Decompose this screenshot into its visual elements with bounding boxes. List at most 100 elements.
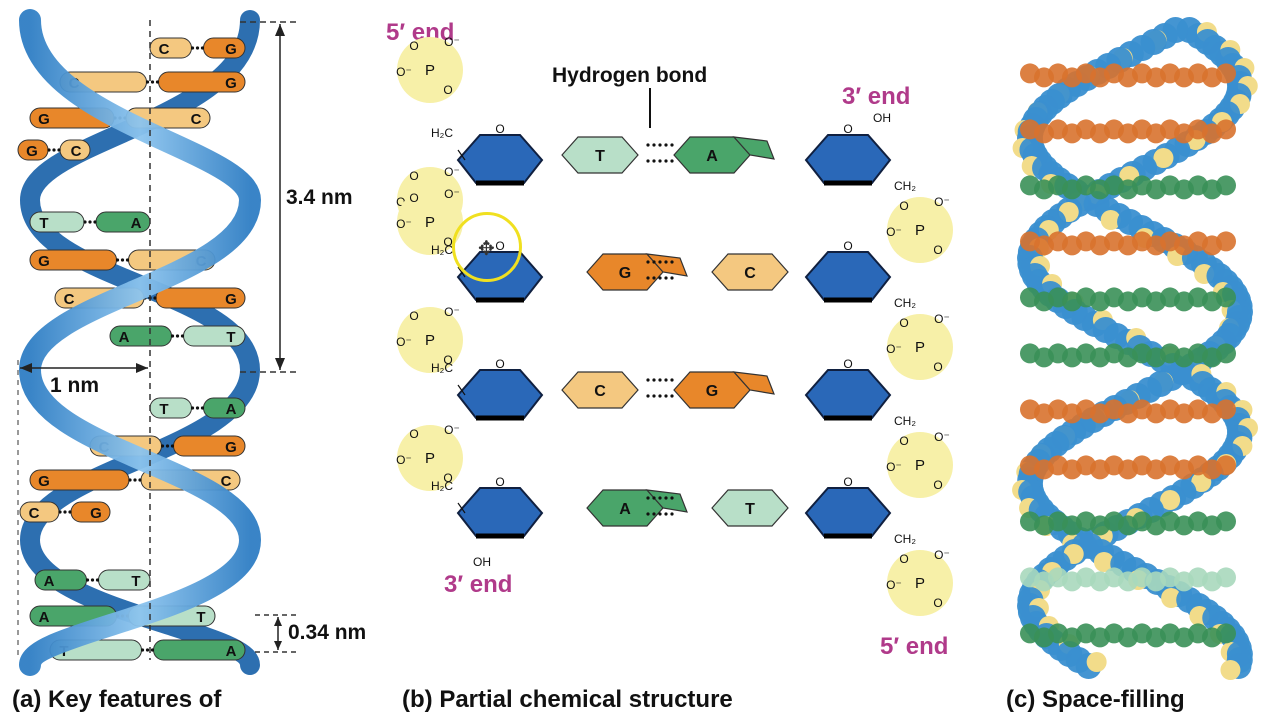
svg-text:A: A (619, 501, 631, 518)
svg-text:O: O (443, 353, 452, 367)
svg-text:O: O (495, 475, 504, 489)
svg-text:T: T (595, 148, 605, 165)
base-letter: C (191, 111, 202, 128)
svg-text:O⁻: O⁻ (444, 423, 460, 437)
svg-text:P: P (915, 575, 925, 592)
svg-text:O: O (899, 199, 908, 213)
dim-0-34-label: 0.34 nm (288, 621, 366, 644)
svg-text:O⁻: O⁻ (444, 35, 460, 49)
dim-1-label: 1 nm (50, 374, 99, 397)
svg-text:G: G (619, 265, 631, 282)
svg-text:O: O (409, 427, 418, 441)
svg-text:O: O (899, 552, 908, 566)
base-ring-purine: G (673, 371, 775, 409)
svg-text:O⁻: O⁻ (396, 453, 412, 467)
nucleotide-rows: POO⁻O⁻OPOO⁻O⁻OPOO⁻O⁻OH₂CCH₂OOTAPOO⁻O⁻OPO… (396, 35, 953, 616)
svg-text:O⁻: O⁻ (886, 342, 902, 356)
svg-text:P: P (915, 339, 925, 356)
svg-text:O⁻: O⁻ (886, 225, 902, 239)
base-letter: G (225, 41, 237, 58)
svg-text:OH: OH (473, 555, 491, 569)
deoxyribose-sugar: O (456, 357, 544, 421)
svg-text:P: P (425, 450, 435, 467)
base-letter: T (196, 609, 205, 626)
svg-text:O⁻: O⁻ (396, 217, 412, 231)
base-ring-purine: A (586, 489, 688, 527)
space-filling-model (1012, 17, 1258, 680)
svg-text:O: O (409, 39, 418, 53)
svg-text:O: O (933, 478, 942, 492)
deoxyribose-sugar: O (804, 357, 892, 421)
svg-text:P: P (915, 222, 925, 239)
base-letter: A (131, 215, 142, 232)
base-letter: A (39, 609, 50, 626)
svg-text:P: P (915, 457, 925, 474)
base-ring: C (711, 253, 789, 291)
svg-text:O: O (899, 434, 908, 448)
base-letter: T (226, 329, 235, 346)
svg-text:O: O (409, 309, 418, 323)
base-letter: A (119, 329, 130, 346)
svg-text:O: O (933, 596, 942, 610)
svg-text:O⁻: O⁻ (934, 430, 950, 444)
svg-text:O: O (933, 360, 942, 374)
svg-text:OH: OH (873, 111, 891, 125)
svg-text:CH₂: CH₂ (894, 532, 916, 546)
svg-text:O: O (843, 122, 852, 136)
base-letter: T (131, 573, 140, 590)
svg-text:A: A (706, 148, 718, 165)
base-letter: T (39, 215, 48, 232)
cursor-highlight (452, 212, 522, 282)
base-letter: C (221, 473, 232, 490)
base-letter: A (44, 573, 55, 590)
svg-text:P: P (425, 214, 435, 231)
svg-text:H₂C: H₂C (431, 243, 453, 257)
base-letter: C (29, 505, 40, 522)
svg-text:O: O (843, 357, 852, 371)
caption-b: (b) Partial chemical structure (402, 686, 733, 713)
caption-c: (c) Space-filling (1006, 686, 1185, 713)
base-letter: A (226, 643, 237, 660)
svg-text:H₂C: H₂C (431, 479, 453, 493)
svg-text:O⁻: O⁻ (934, 195, 950, 209)
dim-3-4-label: 3.4 nm (286, 186, 353, 209)
svg-text:O: O (495, 357, 504, 371)
svg-text:O⁻: O⁻ (934, 548, 950, 562)
base-letter: T (159, 401, 168, 418)
base-letter: G (38, 111, 50, 128)
svg-text:O: O (843, 239, 852, 253)
base-letter: A (226, 401, 237, 418)
move-cursor-icon: ✥ (478, 238, 495, 260)
hydrogen-bond-label: Hydrogen bond (552, 64, 707, 87)
svg-text:O⁻: O⁻ (444, 305, 460, 319)
svg-text:O: O (899, 316, 908, 330)
deoxyribose-sugar: O (804, 239, 892, 303)
svg-text:O: O (933, 243, 942, 257)
svg-text:O: O (443, 235, 452, 249)
base-letter: C (159, 41, 170, 58)
base-letter: G (38, 253, 50, 270)
svg-text:O⁻: O⁻ (886, 578, 902, 592)
svg-text:C: C (744, 265, 756, 282)
svg-text:G: G (706, 383, 718, 400)
base-ring: T (561, 136, 639, 174)
base-letter: G (38, 473, 50, 490)
svg-text:CH₂: CH₂ (894, 414, 916, 428)
svg-text:C: C (594, 383, 606, 400)
deoxyribose-sugar: O (456, 122, 544, 186)
